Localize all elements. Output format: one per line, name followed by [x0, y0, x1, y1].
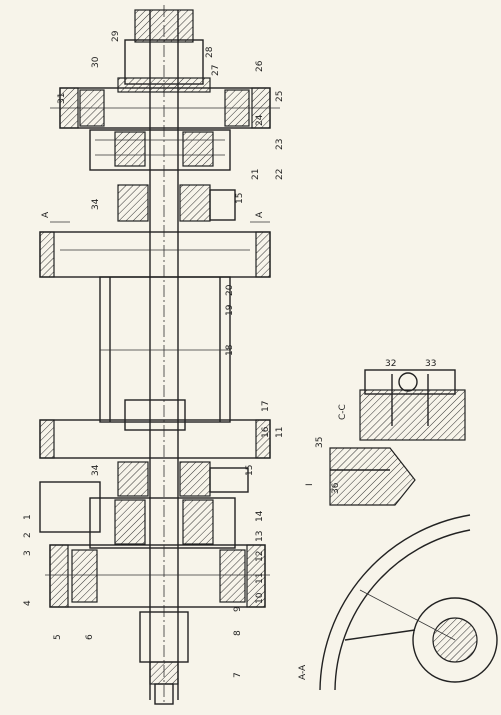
part-label: 6 [85, 634, 95, 640]
upper-housing [50, 87, 280, 129]
part-label: 19 [225, 304, 235, 316]
part-label: 34 [91, 198, 101, 210]
part-label: 2 [23, 532, 33, 538]
part-label: 4 [23, 600, 33, 606]
section-title: A-A [298, 664, 308, 680]
part-label: 15 [235, 193, 245, 204]
part-label: 24 [255, 114, 265, 126]
section-a-a: A-A [298, 514, 498, 691]
part-labels-right: 26 25 24 23 22 21 15 20 19 18 17 16 11 1… [225, 60, 285, 678]
part-label: 20 [225, 284, 235, 296]
part-labels-left: 31 30 29 28 27 34 34 1 2 3 4 5 6 [23, 30, 221, 640]
lower-flange [39, 399, 271, 459]
lower-housing [45, 544, 270, 608]
part-label: 22 [275, 169, 285, 180]
section-cut-label: A [255, 211, 265, 218]
detail-label: 32 [385, 359, 396, 369]
lower-gear [117, 461, 249, 497]
part-label: 26 [255, 60, 265, 72]
part-label: 7 [233, 672, 243, 678]
detail-i: 35 36 I [305, 437, 416, 506]
part-label: 17 [261, 401, 271, 412]
part-label: 10 [255, 592, 265, 604]
part-label: 21 [251, 169, 261, 180]
main-shaft [149, 5, 179, 705]
part-label: 18 [225, 344, 235, 356]
detail-label: 36 [331, 482, 341, 494]
detail-c-c: 32 33 C-C [338, 359, 466, 441]
part-label: 14 [255, 510, 265, 522]
central-drum [99, 276, 231, 423]
part-label: 34 [91, 464, 101, 476]
part-label: 11 [255, 573, 265, 584]
part-label: 16 [261, 426, 271, 438]
section-title: I [305, 483, 315, 486]
part-label: 8 [233, 630, 243, 636]
part-label: 13 [255, 531, 265, 542]
upper-gear [117, 184, 236, 222]
part-label: 30 [91, 56, 101, 68]
upper-clutch [89, 129, 231, 171]
part-label: 27 [211, 65, 221, 76]
part-label: 28 [205, 46, 215, 58]
part-label: 23 [275, 139, 285, 150]
detail-label: 33 [425, 359, 436, 369]
detail-label: 35 [315, 437, 325, 448]
lower-clutch [39, 481, 236, 549]
section-cut-label: A [41, 211, 51, 218]
part-label: 3 [23, 550, 33, 556]
part-label: 1 [23, 514, 33, 520]
part-label: 29 [111, 30, 121, 42]
part-label: 12 [255, 551, 265, 562]
part-label: 9 [233, 606, 243, 612]
part-label: 31 [57, 93, 67, 104]
bottom-coupling [139, 611, 189, 705]
section-cut-a: A A [41, 211, 270, 223]
part-label: 11 [275, 427, 285, 438]
upper-flange [39, 231, 271, 278]
part-label: 15 [245, 465, 255, 476]
part-label: 5 [53, 634, 63, 640]
section-title: C-C [338, 404, 348, 420]
part-label: 25 [275, 91, 285, 102]
